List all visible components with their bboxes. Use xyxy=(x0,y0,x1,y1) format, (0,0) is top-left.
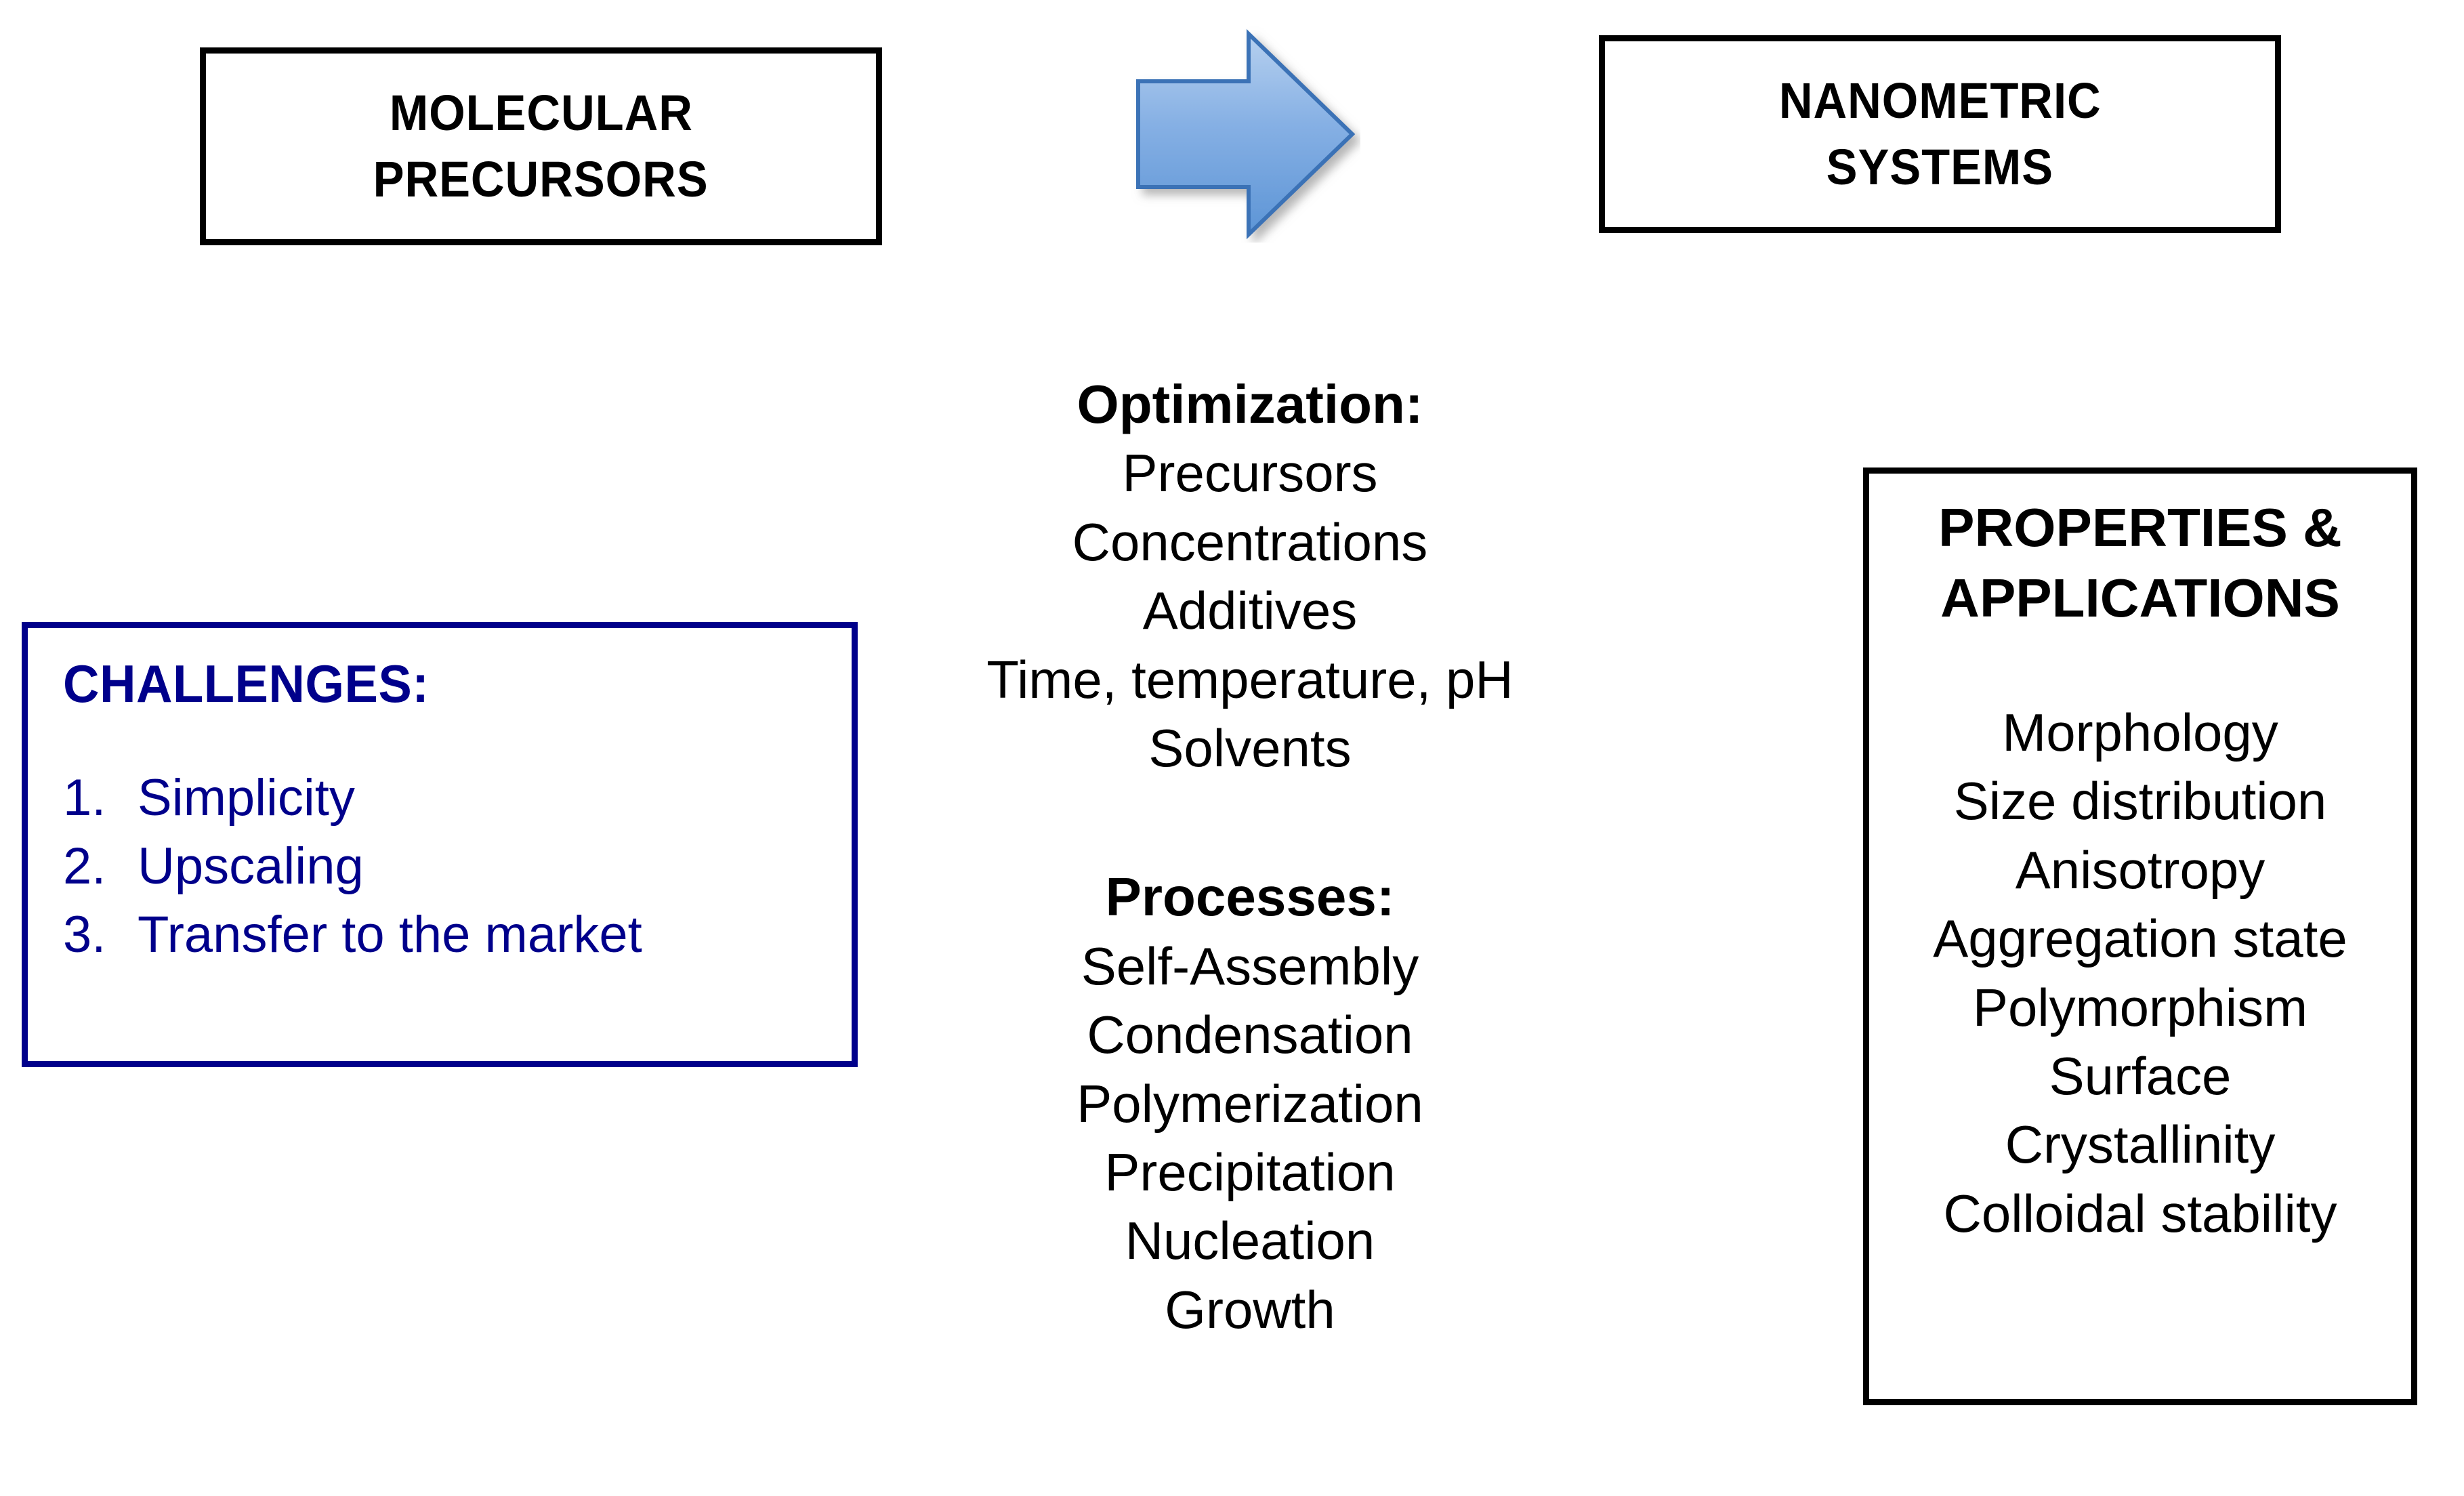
processes-item: Self-Assembly xyxy=(1081,936,1419,996)
optimization-item: Additives xyxy=(1142,581,1358,641)
center-text-column: Optimization: Precursors Concentrations … xyxy=(901,370,1599,1344)
optimization-item: Solvents xyxy=(1148,718,1352,778)
right-arrow-icon xyxy=(1130,26,1360,243)
nanometric-systems-line-1: NANOMETRIC xyxy=(1778,72,2102,129)
molecular-precursors-line-1: MOLECULAR xyxy=(389,85,693,142)
list-item: Polymorphism xyxy=(1972,977,2308,1037)
molecular-precursors-line-2: PRECURSORS xyxy=(373,151,709,207)
challenge-label: Simplicity xyxy=(138,768,355,827)
challenges-list: 1. Simplicity 2. Upscaling 3. Transfer t… xyxy=(63,764,824,969)
list-item: Surface xyxy=(2049,1045,2232,1106)
nanometric-systems-box: NANOMETRIC SYSTEMS xyxy=(1599,35,2281,233)
optimization-item: Concentrations xyxy=(1072,512,1428,572)
challenge-number: 2. xyxy=(63,837,106,895)
nanometric-systems-line-2: SYSTEMS xyxy=(1826,139,2054,195)
processes-item: Growth xyxy=(1165,1279,1335,1339)
list-item: Aggregation state xyxy=(1933,909,2347,969)
challenge-number: 3. xyxy=(63,905,106,963)
properties-applications-title-line-1: PROPERTIES & xyxy=(1938,497,2342,558)
list-item: 1. Simplicity xyxy=(63,764,824,832)
challenges-box: CHALLENGES: 1. Simplicity 2. Upscaling 3… xyxy=(22,622,858,1067)
optimization-group: Optimization: Precursors Concentrations … xyxy=(901,370,1599,783)
processes-group: Processes: Self-Assembly Condensation Po… xyxy=(901,863,1599,1344)
list-item: Morphology xyxy=(2002,703,2278,762)
challenge-number: 1. xyxy=(63,768,106,827)
list-item: Crystallinity xyxy=(2005,1115,2276,1175)
properties-applications-title-line-2: APPLICATIONS xyxy=(1940,568,2340,628)
list-item: Colloidal stability xyxy=(1943,1183,2337,1243)
list-item: 2. Upscaling xyxy=(63,832,824,900)
list-item: Anisotropy xyxy=(2015,839,2265,900)
optimization-item: Time, temperature, pH xyxy=(986,649,1513,709)
list-item: Size distribution xyxy=(1953,771,2327,831)
challenge-label: Transfer to the market xyxy=(138,905,642,963)
challenge-label: Upscaling xyxy=(138,837,364,895)
optimization-item: Precursors xyxy=(1122,443,1378,503)
properties-applications-box: PROPERTIES & APPLICATIONS Morphology Siz… xyxy=(1863,468,2417,1405)
optimization-heading: Optimization: xyxy=(1077,374,1423,434)
properties-list: Morphology Size distribution Anisotropy … xyxy=(1879,699,2402,1248)
processes-heading: Processes: xyxy=(1105,867,1395,928)
challenges-title: CHALLENGES: xyxy=(63,654,430,713)
processes-item: Polymerization xyxy=(1077,1073,1423,1134)
molecular-precursors-box: MOLECULAR PRECURSORS xyxy=(200,47,882,245)
processes-item: Nucleation xyxy=(1125,1211,1375,1271)
processes-item: Condensation xyxy=(1087,1005,1413,1065)
list-item: 3. Transfer to the market xyxy=(63,900,824,969)
processes-item: Precipitation xyxy=(1104,1142,1396,1202)
